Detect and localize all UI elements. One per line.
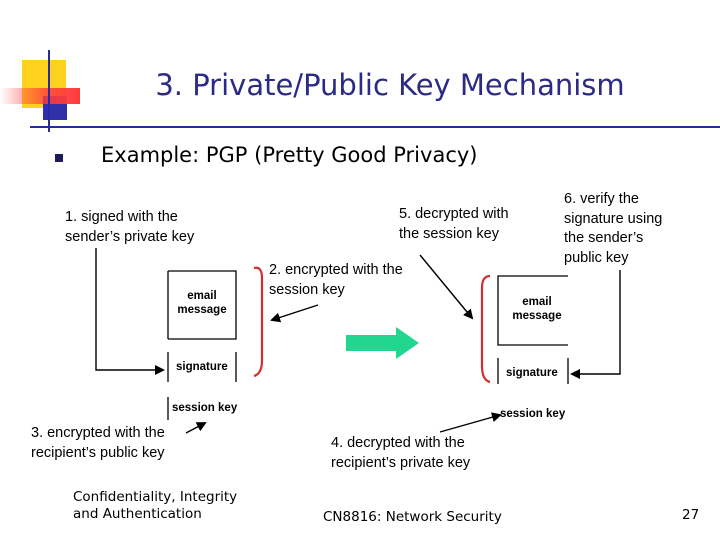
right-email-message-label: email message — [512, 296, 562, 322]
right-red-bracket — [480, 274, 491, 384]
step5-label: 5. decrypted with the session key — [399, 206, 509, 242]
bullet-square-icon — [55, 154, 63, 162]
transfer-arrow-icon — [346, 327, 419, 359]
step6-label: 6. verify the signature using the sender… — [564, 191, 663, 266]
deco-vertical-line — [48, 50, 50, 132]
left-red-bracket — [253, 266, 264, 378]
slide-title: 3. Private/Public Key Mechanism — [155, 68, 625, 102]
step3-label: 3. encrypted with the recipient’s public… — [31, 425, 165, 461]
step5-arrow — [419, 254, 474, 320]
step4-label: 4. decrypted with the recipient’s privat… — [331, 435, 471, 471]
right-email-box — [497, 275, 568, 346]
footer-center: CN8816: Network Security — [323, 509, 502, 525]
right-signature-label: signature — [506, 367, 558, 379]
left-session-key-label: session key — [172, 402, 238, 414]
left-signature-label: signature — [176, 361, 228, 373]
footer-left: Confidentiality, Integrity and Authentic… — [73, 489, 238, 522]
right-session-key-label: session key — [500, 408, 566, 420]
step6-arrow — [570, 270, 621, 379]
deco-horizontal-line — [30, 126, 720, 128]
bullet-text: Example: PGP (Pretty Good Privacy) — [101, 143, 478, 167]
page-number: 27 — [682, 507, 700, 523]
step2-arrow — [270, 304, 319, 323]
left-email-box — [167, 270, 237, 340]
deco-red-bar — [0, 88, 80, 104]
step3-arrow — [185, 422, 207, 434]
step2-label: 2. encrypted with the session key — [269, 262, 403, 298]
step1-label: 1. signed with the sender’s private key — [65, 209, 195, 245]
step4-arrow — [439, 412, 502, 433]
step1-arrow — [95, 248, 165, 375]
left-email-message-label: email message — [177, 290, 227, 316]
